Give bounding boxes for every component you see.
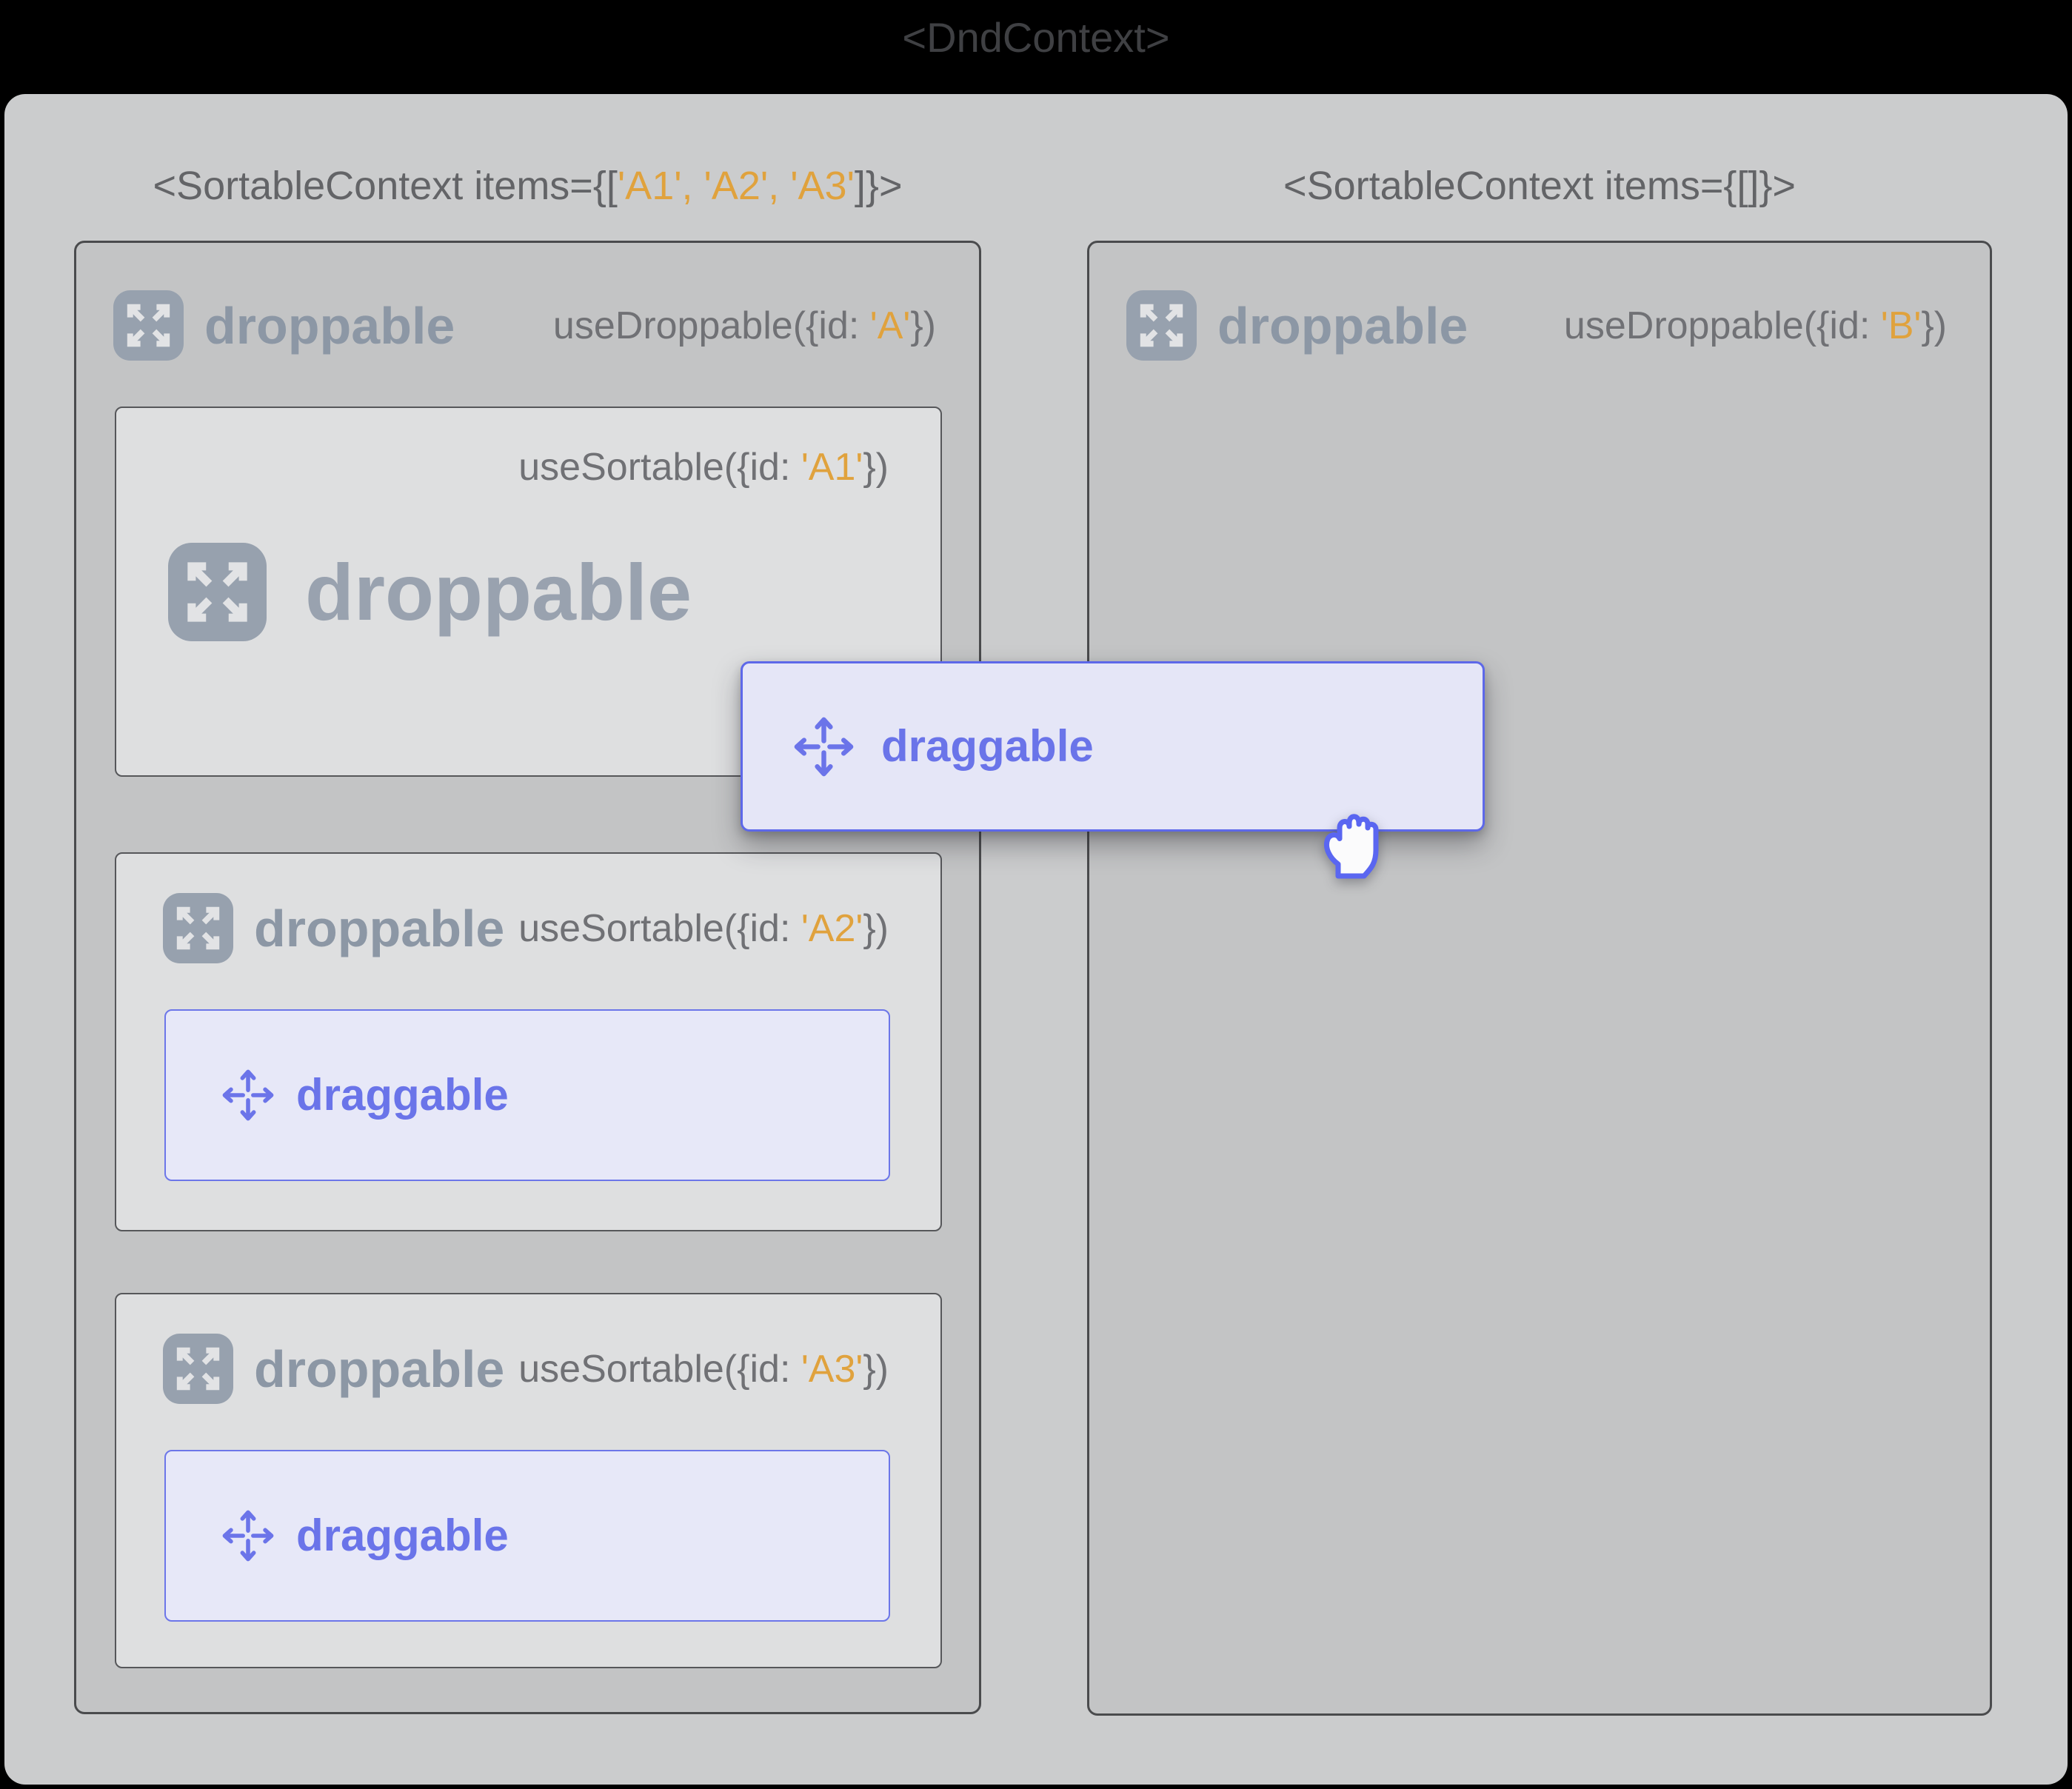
droppable-a-header: droppable useDroppable({id: 'A'})	[76, 243, 979, 361]
draggable-label: draggable	[296, 1511, 509, 1560]
sortable-context-heading-a: <SortableContext items={['A1', 'A2', 'A3…	[153, 164, 903, 208]
droppable-container-b[interactable]: droppable useDroppable({id: 'B'})	[1087, 241, 1992, 1716]
drag-overlay[interactable]: draggable	[741, 661, 1485, 832]
droppable-container-a[interactable]: droppable useDroppable({id: 'A'}) useSor…	[74, 241, 981, 1714]
draggable-label: draggable	[296, 1070, 509, 1120]
expand-arrows-icon	[1126, 290, 1197, 361]
droppable-b-header: droppable useDroppable({id: 'B'})	[1089, 243, 1990, 361]
expand-arrows-icon	[113, 290, 184, 361]
sortable-a2-header: droppable useSortable({id: 'A2'})	[116, 854, 940, 963]
expand-arrows-icon	[168, 543, 267, 641]
droppable-label: droppable	[305, 546, 692, 637]
droppable-label: droppable	[254, 899, 505, 957]
droppable-label: droppable	[1217, 296, 1468, 355]
expand-arrows-icon	[163, 893, 233, 963]
draggable-label: draggable	[881, 721, 1094, 771]
draggable-item-a2[interactable]: draggable	[164, 1009, 890, 1181]
droppable-label: droppable	[254, 1340, 505, 1398]
sortable-item-a2[interactable]: droppable useSortable({id: 'A2'}) dragga…	[115, 852, 942, 1231]
grabbing-cursor-icon	[1319, 792, 1384, 883]
use-sortable-code-a3: useSortable({id: 'A3'})	[518, 1347, 889, 1391]
dnd-context-title: <DndContext>	[902, 13, 1170, 61]
dnd-context-panel: <SortableContext items={['A1', 'A2', 'A3…	[4, 94, 2068, 1785]
draggable-item-a3[interactable]: draggable	[164, 1450, 890, 1622]
sortable-item-a3[interactable]: droppable useSortable({id: 'A3'}) dragga…	[115, 1293, 942, 1668]
sortable-a3-header: droppable useSortable({id: 'A3'})	[116, 1294, 940, 1404]
sortable-context-heading-b: <SortableContext items={[]}>	[1283, 164, 1796, 208]
use-sortable-code-a1: useSortable({id: 'A1'})	[518, 446, 889, 489]
move-arrows-icon	[789, 712, 859, 782]
use-sortable-code-a2: useSortable({id: 'A2'})	[518, 906, 889, 950]
move-arrows-icon	[218, 1065, 278, 1126]
use-droppable-code: useDroppable({id: 'A'})	[552, 304, 936, 347]
placeholder-droppable: droppable	[168, 543, 692, 641]
move-arrows-icon	[218, 1505, 278, 1566]
use-droppable-code: useDroppable({id: 'B'})	[1563, 304, 1947, 347]
expand-arrows-icon	[163, 1334, 233, 1404]
sortable-item-a1[interactable]: useSortable({id: 'A1'}) droppable	[115, 407, 942, 777]
droppable-label: droppable	[204, 296, 455, 355]
